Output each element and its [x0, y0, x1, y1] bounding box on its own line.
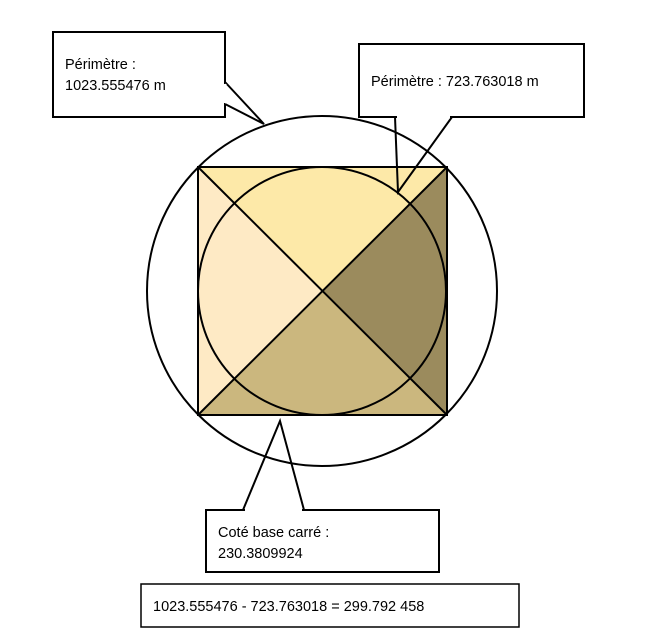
outer-perimeter-label: Périmètre : — [65, 57, 136, 73]
square-side-label: Coté base carré : — [218, 525, 329, 541]
callout-inner-perimeter: Périmètre : 723.763018 m — [358, 43, 585, 195]
square-side-value: 230.3809924 — [218, 546, 303, 562]
bottom-triangle — [198, 291, 447, 415]
equation-text: 1023.555476 - 723.763018 = 299.792 458 — [153, 599, 424, 615]
inner-perimeter-label: Périmètre : 723.763018 m — [371, 74, 539, 90]
callout-outer-perimeter: Périmètre : 1023.555476 m — [52, 31, 265, 125]
equation-box: 1023.555476 - 723.763018 = 299.792 458 — [140, 583, 520, 628]
diagonal-2 — [197, 166, 448, 416]
left-triangle — [198, 167, 322, 415]
square-base — [197, 166, 448, 416]
top-triangle — [198, 167, 447, 291]
callout-square-side: Coté base carré : 230.3809924 — [205, 417, 440, 573]
outer-perimeter-value: 1023.555476 m — [65, 78, 166, 94]
outer-circle — [146, 115, 498, 467]
right-triangle — [322, 167, 447, 415]
